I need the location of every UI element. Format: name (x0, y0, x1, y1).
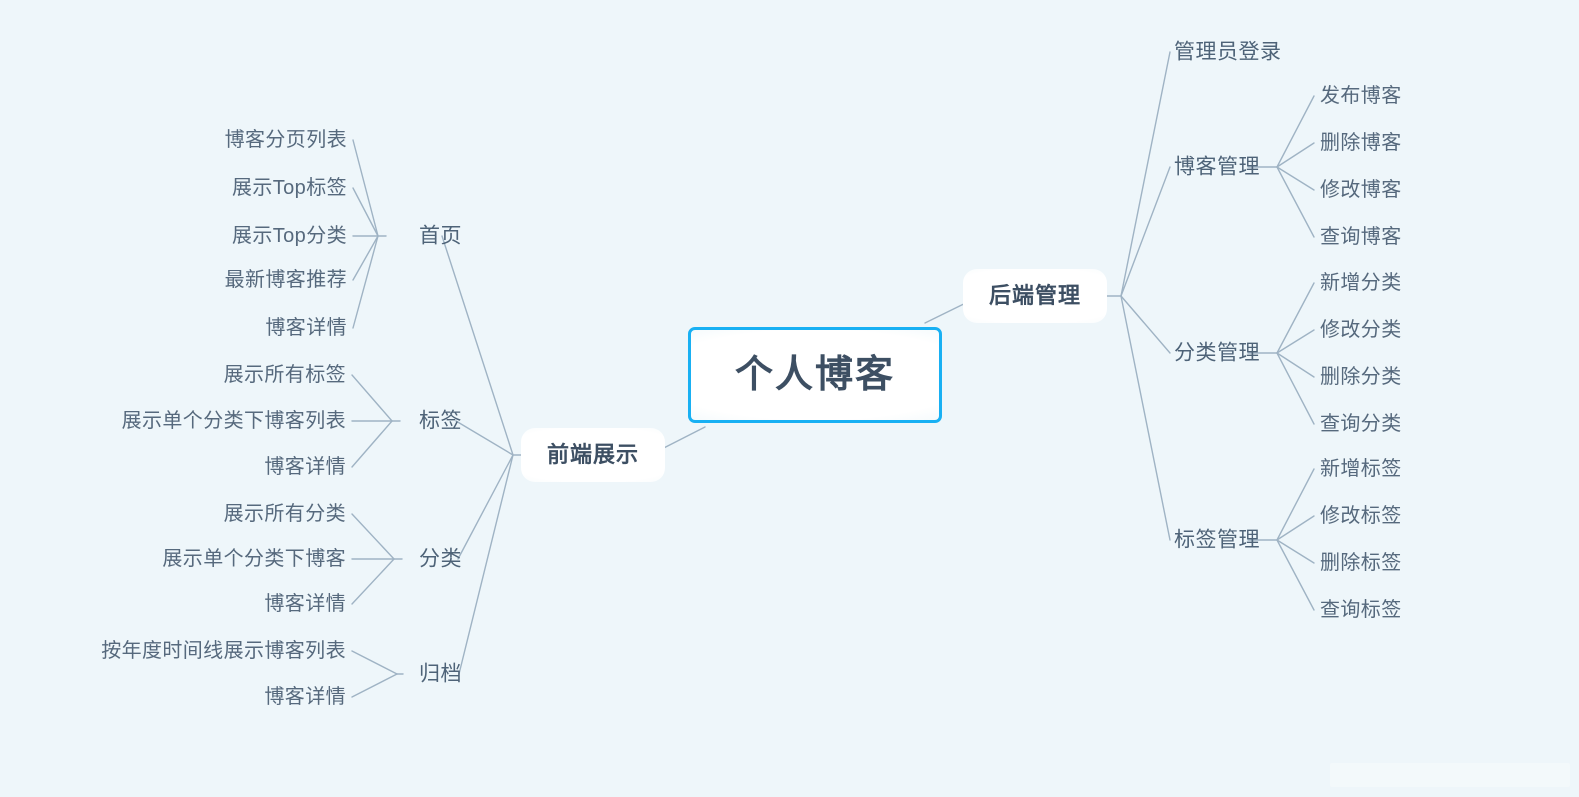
leaf-delete-tag[interactable]: 删除标签 (1320, 552, 1402, 574)
watermark-plate (1330, 763, 1570, 787)
leaf-query-tag[interactable]: 查询标签 (1320, 599, 1402, 621)
leaf-delete-category[interactable]: 删除分类 (1320, 366, 1402, 388)
leaf-edit-blog[interactable]: 修改博客 (1320, 179, 1402, 201)
leaf-blog-detail-archive[interactable]: 博客详情 (264, 686, 346, 708)
subnode-categories[interactable]: 分类 (419, 547, 462, 571)
leaf-add-tag[interactable]: 新增标签 (1320, 458, 1402, 480)
branch-node-frontend[interactable]: 前端展示 (520, 428, 666, 482)
leaf-add-category[interactable]: 新增分类 (1320, 272, 1402, 294)
leaf-delete-blog[interactable]: 删除博客 (1320, 132, 1402, 154)
leaf-blog-list-by-year-timeline[interactable]: 按年度时间线展示博客列表 (101, 640, 346, 662)
leaf-publish-blog[interactable]: 发布博客 (1320, 85, 1402, 107)
branch-node-backend[interactable]: 后端管理 (962, 269, 1108, 323)
leaf-blog-detail-categories[interactable]: 博客详情 (264, 593, 346, 615)
leaf-show-all-categories[interactable]: 展示所有分类 (223, 503, 346, 525)
subnode-tag-management[interactable]: 标签管理 (1174, 528, 1260, 552)
subnode-admin-login[interactable]: 管理员登录 (1174, 40, 1282, 64)
leaf-edit-category[interactable]: 修改分类 (1320, 319, 1402, 341)
leaf-blog-paged-list[interactable]: 博客分页列表 (224, 129, 347, 151)
leaf-show-blog-list-by-category[interactable]: 展示单个分类下博客列表 (121, 410, 346, 432)
subnode-tags[interactable]: 标签 (419, 409, 462, 433)
leaf-show-top-categories[interactable]: 展示Top分类 (231, 225, 347, 247)
subnode-home[interactable]: 首页 (419, 224, 462, 248)
leaf-show-all-tags[interactable]: 展示所有标签 (223, 364, 346, 386)
leaf-query-category[interactable]: 查询分类 (1320, 413, 1402, 435)
root-node-personal-blog[interactable]: 个人博客 (687, 327, 943, 423)
leaf-edit-tag[interactable]: 修改标签 (1320, 505, 1402, 527)
leaf-show-top-tags[interactable]: 展示Top标签 (231, 177, 347, 199)
leaf-blog-detail-tags[interactable]: 博客详情 (264, 456, 346, 478)
subnode-category-management[interactable]: 分类管理 (1174, 341, 1260, 365)
leaf-latest-blog-recommend[interactable]: 最新博客推荐 (224, 269, 347, 291)
subnode-blog-management[interactable]: 博客管理 (1174, 155, 1260, 179)
leaf-show-blogs-in-category[interactable]: 展示单个分类下博客 (162, 548, 346, 570)
leaf-blog-detail-home[interactable]: 博客详情 (265, 317, 347, 339)
subnode-archive[interactable]: 归档 (419, 662, 462, 686)
leaf-query-blog[interactable]: 查询博客 (1320, 226, 1402, 248)
